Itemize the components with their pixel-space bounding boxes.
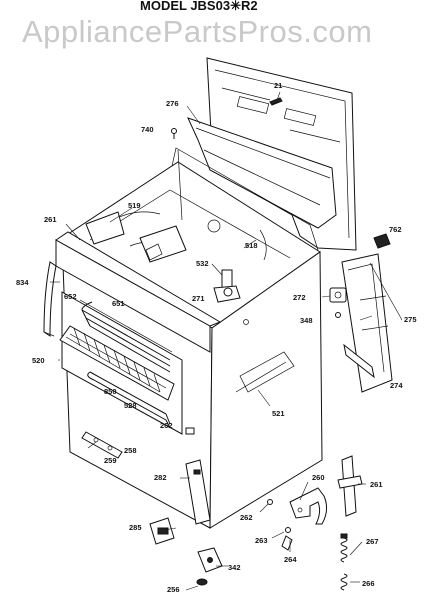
- part-275-side-bracket: [341, 253, 403, 393]
- label-520: 520: [32, 356, 45, 365]
- part-258-259-bracket: [81, 431, 123, 459]
- label-834: 834: [16, 278, 29, 287]
- label-342: 342: [228, 563, 241, 572]
- part-267-spring: [340, 533, 348, 563]
- label-267: 267: [366, 537, 379, 546]
- label-521: 521: [272, 409, 285, 418]
- label-274: 274: [390, 381, 403, 390]
- part-256-leveling-foot: [196, 578, 208, 586]
- part-285-block: [149, 517, 175, 545]
- label-275: 275: [404, 315, 417, 324]
- part-532-271-thermostat: [211, 263, 241, 303]
- label-519: 519: [128, 201, 141, 210]
- label-518: 518: [245, 241, 258, 250]
- label-348: 348: [300, 316, 313, 325]
- part-282-strap: [185, 459, 211, 525]
- label-261: 261: [44, 215, 57, 224]
- label-850: 850: [104, 387, 117, 396]
- part-348-screw: [335, 312, 341, 318]
- model-title: MODEL JBS03✳R2: [140, 0, 258, 13]
- label-21: 21: [274, 81, 282, 90]
- label-263: 263: [255, 536, 268, 545]
- part-260-hinge: [289, 487, 328, 525]
- part-262-connector: [185, 427, 195, 435]
- part-261-hinge-receptacle: [337, 455, 363, 517]
- part-276-vent-duct: [186, 105, 337, 229]
- part-740-screw: [171, 128, 177, 139]
- label-262: 262: [160, 421, 173, 430]
- label-256: 256: [167, 585, 180, 594]
- part-264-lever: [281, 535, 293, 551]
- label-762: 762: [389, 225, 402, 234]
- label-285: 285: [129, 523, 142, 532]
- part-272-switch: [329, 287, 347, 303]
- label-264: 264: [284, 555, 297, 564]
- part-262-screw: [267, 499, 273, 505]
- part-834-gasket: [43, 261, 57, 337]
- label-260: 260: [312, 473, 325, 482]
- label-259: 259: [104, 456, 117, 465]
- part-762-clip: [373, 233, 391, 249]
- label-528: 528: [124, 401, 137, 410]
- label-271: 271: [192, 294, 205, 303]
- watermark-text: AppliancePartsPros.com: [22, 14, 373, 49]
- part-261-front-frame: [55, 231, 222, 353]
- part-263-screw: [285, 527, 291, 533]
- label-651: 651: [112, 299, 125, 308]
- part-652-broil-element: [81, 301, 171, 373]
- label-282: 282: [154, 473, 167, 482]
- label-261-b: 261: [370, 480, 383, 489]
- label-272: 272: [293, 293, 306, 302]
- label-532: 532: [196, 259, 209, 268]
- label-266: 266: [362, 579, 375, 588]
- label-262-b: 262: [240, 513, 253, 522]
- label-740: 740: [141, 125, 154, 134]
- label-258: 258: [124, 446, 137, 455]
- label-652: 652: [64, 292, 77, 301]
- part-342-bracket: [197, 547, 223, 573]
- part-528-bake-element: [87, 371, 171, 429]
- label-276: 276: [166, 99, 179, 108]
- part-266-spring: [340, 573, 348, 591]
- leader-lines: [50, 207, 373, 591]
- part-520-oven-rack: [59, 325, 175, 401]
- part-labels: 21 276 740 762 261 519 518 532 271 272 2…: [16, 81, 417, 594]
